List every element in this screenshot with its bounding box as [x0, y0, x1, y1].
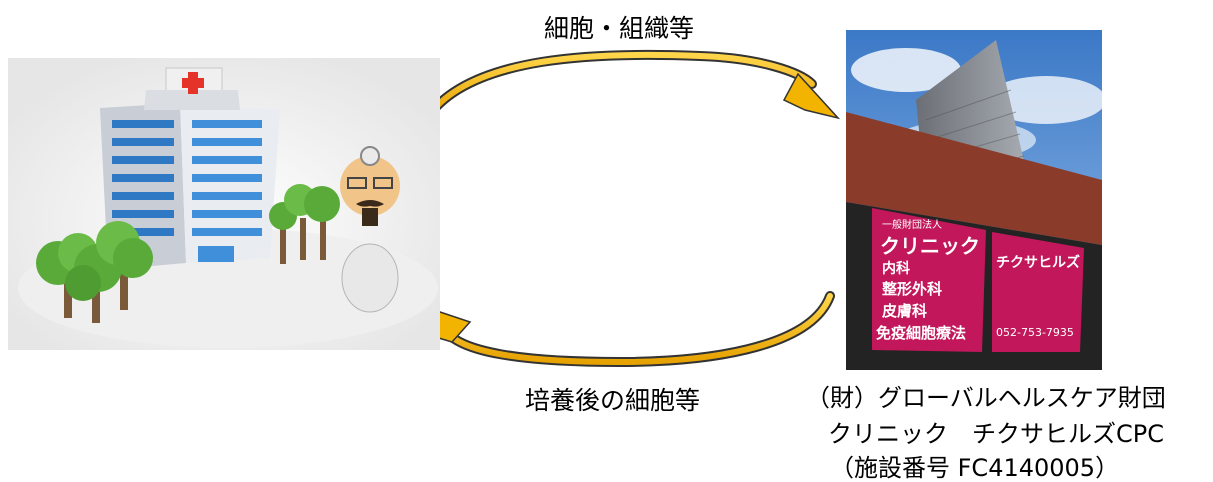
- arrow-top-label: 細胞・組織等: [544, 14, 695, 43]
- sign-dept-1: 内科: [882, 261, 910, 277]
- facility-cpc: クリニック チクサヒルズCPC: [828, 420, 1164, 448]
- arrow-bottom-label: 培養後の細胞等: [525, 386, 701, 415]
- clinic-building-photo-icon: [846, 30, 1106, 370]
- facility-name: （財）グローバルヘルスケア財団: [806, 384, 1166, 412]
- sign-brand: チクサヒルズ: [996, 255, 1080, 271]
- hospital-illustration: [8, 58, 440, 350]
- sign-phone: 052-753-7935: [996, 326, 1074, 339]
- sign-name: クリニック: [880, 234, 980, 258]
- facility-number: （施設番号 FC4140005）: [830, 454, 1120, 482]
- facility-photo: 一般財団法人 クリニック 内科 整形外科 皮膚科 免疫細胞療法 チクサヒルズ 0…: [846, 30, 1106, 370]
- arrow-to-facility: [422, 49, 841, 123]
- sign-dept-2: 整形外科: [882, 280, 943, 298]
- trees-left-icon: [36, 221, 153, 323]
- arrow-to-hospital: [427, 291, 835, 368]
- sign-dept-3: 皮膚科: [882, 302, 928, 320]
- sign-org: 一般財団法人: [882, 220, 942, 231]
- trees-right-icon: [269, 184, 340, 264]
- doctor-icon: [340, 146, 400, 313]
- hospital-building-icon: [100, 67, 280, 270]
- sign-dept-4: 免疫細胞療法: [876, 324, 967, 342]
